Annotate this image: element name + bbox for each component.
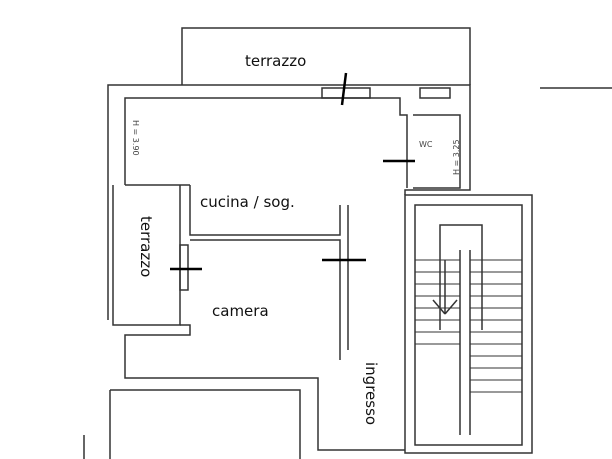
room-label-kitchen: cucina / sog. <box>200 193 295 211</box>
height-label-kitchen: H = 3.90 <box>131 120 140 156</box>
stair-well <box>439 224 483 330</box>
door-marks <box>170 72 415 271</box>
stairwell-inner <box>414 204 523 446</box>
window <box>179 244 189 291</box>
room-label-camera: camera <box>212 302 269 320</box>
room-label-terrazzo-left: terrazzo <box>137 216 155 278</box>
outer-wall <box>107 84 471 195</box>
room-label-terrazzo-top: terrazzo <box>245 52 307 70</box>
wc-wall <box>413 114 461 189</box>
inner-wall-top <box>124 97 408 188</box>
room-label-ingresso: ingresso <box>362 362 380 426</box>
window <box>419 87 451 99</box>
stairwell-outer <box>404 194 533 454</box>
terrace-top-outline <box>181 27 471 85</box>
bedroom-wall <box>190 239 341 360</box>
window <box>321 87 371 99</box>
height-label-wc: H = 3.25 <box>452 139 461 175</box>
room-label-wc: WC <box>419 140 433 149</box>
stair-steps <box>415 259 522 393</box>
